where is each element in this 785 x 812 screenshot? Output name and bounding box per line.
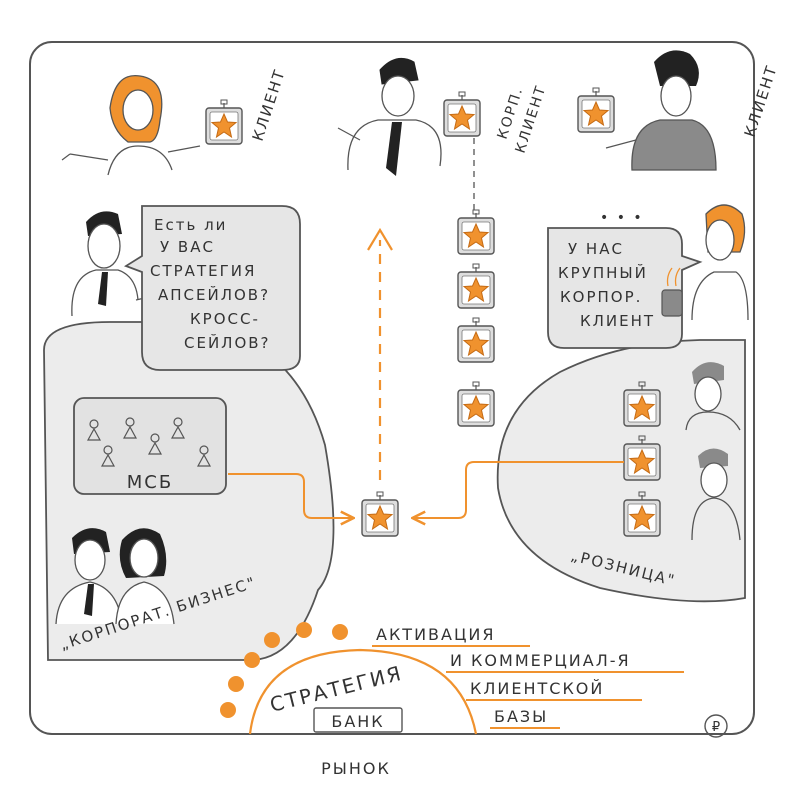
- speech-left-line: АПСЕЙЛОВ?: [158, 285, 270, 304]
- product-box-icon: [457, 317, 495, 363]
- activation-line: И КОММЕРЦИАЛ-Я: [450, 651, 631, 670]
- speech-right-line: КОРПОР.: [560, 288, 642, 306]
- strategy-dot: [228, 676, 244, 692]
- corporate-people-illustration: [55, 528, 175, 625]
- ruble-icon: ₽: [712, 720, 720, 735]
- client-left-label: КЛИЕНТ: [249, 66, 289, 143]
- bank-box: [313, 707, 403, 733]
- activation-line: КЛИЕНТСКОЙ: [470, 679, 604, 698]
- speech-left-line: СТРАТЕГИЯ: [150, 262, 256, 280]
- retail-zone: [496, 339, 746, 603]
- product-box-icon: [205, 99, 243, 145]
- product-box-icon: [457, 263, 495, 309]
- msb-box: [73, 397, 227, 495]
- msb-flow-arrow: [228, 473, 352, 518]
- strategy-dot: [296, 622, 312, 638]
- speech-bubble-right: [547, 227, 703, 349]
- speech-right-line: У НАС: [568, 240, 624, 258]
- strategy-dome: [248, 648, 478, 735]
- client-woman-illustration: [61, 74, 201, 176]
- corporate-client-man-illustration: [337, 57, 442, 176]
- strategy-dot: [264, 632, 280, 648]
- central-product-box-icon: [361, 491, 399, 537]
- client-right-label: КЛИЕНТ: [741, 62, 781, 139]
- retail-flow-arrow: [414, 461, 624, 518]
- retail-customer-illustration: [685, 362, 741, 431]
- activation-line: АКТИВАЦИЯ: [376, 625, 495, 644]
- activation-line: БАЗЫ: [494, 707, 548, 726]
- speech-bubble-left: [123, 205, 301, 371]
- speech-left-line: У ВАС: [160, 238, 215, 256]
- growth-arrow-head: [367, 227, 393, 251]
- retail-customer-illustration: [691, 448, 741, 541]
- speaker-man-illustration: [71, 211, 163, 317]
- speaker-woman-illustration: [661, 204, 749, 321]
- speech-left-line: СЕЙЛОВ?: [184, 333, 271, 352]
- product-box-icon: [457, 209, 495, 255]
- product-box-icon: [577, 87, 615, 133]
- speech-left-line: Есть ли: [154, 216, 227, 234]
- speech-dots: • • •: [600, 210, 644, 226]
- speech-right-line: КЛИЕНТ: [580, 312, 655, 330]
- client-man-illustration: [605, 50, 717, 171]
- corporate-product-box-icon: [443, 91, 481, 137]
- market-frame: [29, 41, 755, 735]
- speech-right-line: КРУПНЫЙ: [558, 263, 648, 282]
- strategy-dot: [220, 702, 236, 718]
- msb-label: МСБ: [127, 472, 173, 493]
- ruble-circle: [704, 714, 728, 738]
- strategy-dot: [244, 652, 260, 668]
- strategy-dot: [332, 624, 348, 640]
- product-box-icon: [457, 381, 495, 427]
- speech-left-line: КРОСС-: [190, 310, 260, 328]
- market-label: РЫНОК: [321, 759, 391, 778]
- bank-label: БАНК: [331, 712, 384, 731]
